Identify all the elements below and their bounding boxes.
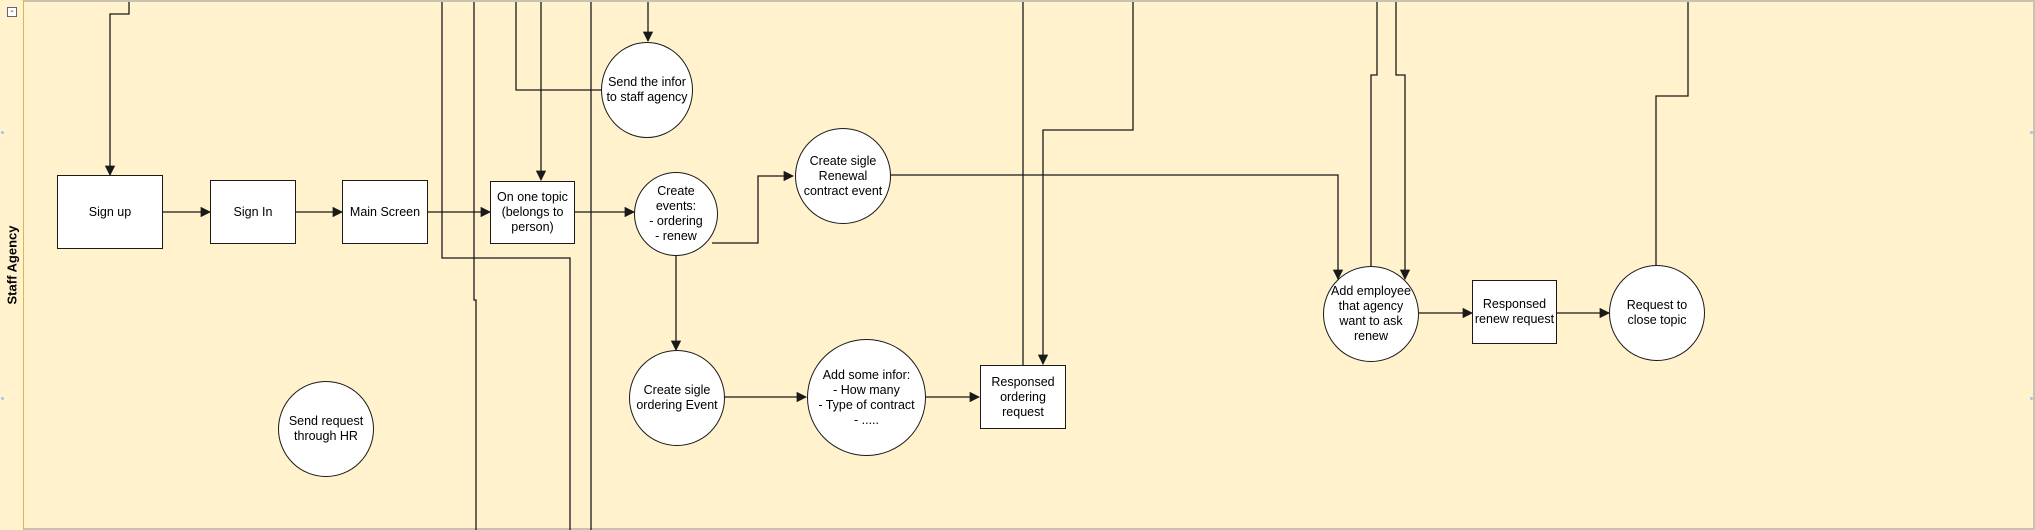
send-infor-circle[interactable]: Send the infor to staff agency bbox=[601, 42, 693, 138]
ordering-event-circle[interactable]: Create sigle ordering Event bbox=[629, 350, 725, 446]
edge-send-infor-line bbox=[515, 2, 601, 91]
send-request-hr-circle[interactable]: Send request through HR bbox=[278, 381, 374, 477]
one-topic-box[interactable]: On one topic (belongs to person) bbox=[490, 181, 575, 244]
collapse-toggle-icon[interactable]: - bbox=[7, 7, 17, 17]
create-events-circle[interactable]: Create events: - ordering - renew bbox=[634, 172, 718, 256]
main-screen-box[interactable]: Main Screen bbox=[342, 180, 428, 244]
swimlane-header[interactable]: Staff Agency bbox=[0, 0, 24, 530]
sign-in-box[interactable]: Sign In bbox=[210, 180, 296, 244]
renewal-event-circle[interactable]: Create sigle Renewal contract event bbox=[795, 128, 891, 224]
line-addemployee-up bbox=[1370, 2, 1378, 267]
close-topic-circle[interactable]: Request to close topic bbox=[1609, 265, 1705, 361]
edge-events-renewal bbox=[712, 170, 795, 244]
edge-into-sign-up bbox=[104, 2, 130, 177]
sign-up-box[interactable]: Sign up bbox=[57, 175, 163, 249]
edge-renewal-addemployee bbox=[890, 174, 1344, 281]
line-v-474 bbox=[473, 2, 477, 530]
responsed-ordering-box[interactable]: Responsed ordering request bbox=[980, 365, 1066, 429]
add-infor-circle[interactable]: Add some infor: - How many - Type of con… bbox=[807, 339, 926, 456]
lane-connection-point bbox=[2030, 131, 2033, 134]
responsed-renew-box[interactable]: Responsed renew request bbox=[1472, 280, 1557, 344]
lane-connection-point bbox=[1, 397, 4, 400]
lane-connection-point bbox=[1, 131, 4, 134]
lane-connection-point bbox=[2030, 397, 2033, 400]
edge-into-addemployee bbox=[1395, 2, 1411, 281]
line-close-up bbox=[1655, 2, 1689, 265]
add-employee-circle[interactable]: Add employee that agency want to ask ren… bbox=[1323, 266, 1419, 362]
line-v-442 bbox=[441, 2, 571, 530]
edge-into-responsed bbox=[1037, 2, 1134, 366]
